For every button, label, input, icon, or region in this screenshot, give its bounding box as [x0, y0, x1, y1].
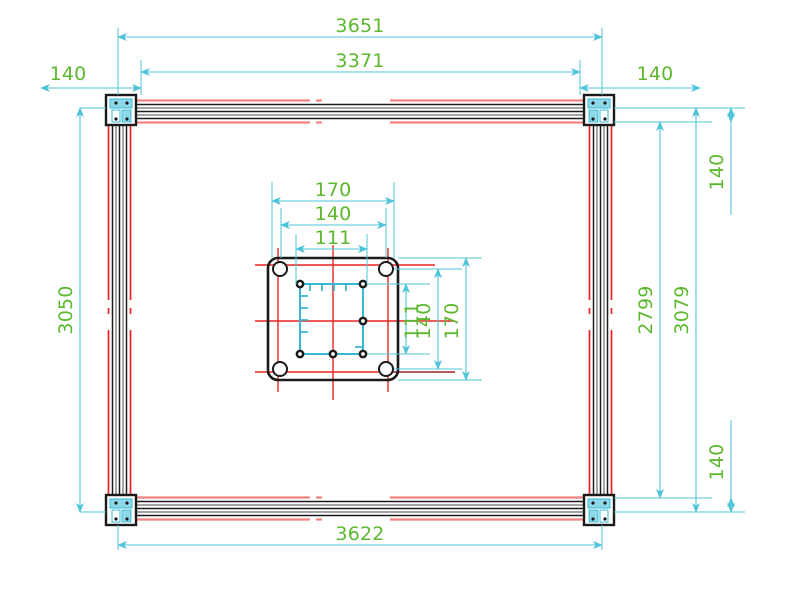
dimension-right-top-offset: 140: [706, 107, 735, 215]
plate-inner-detail: [299, 283, 364, 355]
dimension-plate-horizontal-outer: 170: [271, 179, 395, 258]
plate-outline: [266, 256, 400, 382]
dimension-bottom-outer: 3622: [117, 523, 603, 550]
plate-corner-holes: [272, 261, 394, 377]
bottom-rail: [110, 496, 610, 521]
dimension-label-right-inner-vertical: 2799: [635, 285, 657, 334]
dimension-label-plate-horizontal-outer: 170: [315, 179, 352, 201]
corner-bracket-top-right: [582, 93, 616, 127]
dimension-label-right-outer-vertical: 3079: [671, 285, 693, 334]
corner-bracket-top-left: [104, 93, 138, 127]
dimension-right-outer-vertical: 3079: [614, 107, 745, 513]
dimension-label-bottom-outer: 3622: [335, 523, 384, 545]
dimension-top-left-offset: 140: [40, 63, 142, 92]
dimension-label-top-outer: 3651: [335, 15, 384, 37]
frame-assembly: [104, 93, 616, 527]
dimension-plate-vertical-mid: 140: [394, 268, 462, 370]
dimension-label-right-top-offset: 140: [706, 154, 728, 191]
corner-bracket-bottom-right: [582, 493, 616, 527]
left-rail: [107, 100, 132, 520]
dimension-top-outer: 3651: [117, 15, 603, 95]
dimension-label-plate-vertical-inner: 111: [401, 303, 423, 340]
center-mounting-plate: [255, 245, 455, 400]
dimension-label-top-right-offset: 140: [637, 63, 674, 85]
dimension-right-bottom-offset: 140: [706, 420, 735, 513]
dimension-label-right-bottom-offset: 140: [706, 444, 728, 481]
dimension-left-vertical: 3050: [55, 107, 106, 513]
right-rail: [588, 100, 613, 520]
dimension-label-plate-vertical-mid: 140: [413, 303, 435, 340]
dimension-plate-horizontal-inner: 111: [295, 227, 368, 284]
dimension-plate-vertical-outer: 170: [398, 257, 482, 381]
dimension-label-plate-horizontal-inner: 111: [315, 227, 352, 249]
corner-bracket-bottom-left: [104, 493, 138, 527]
plate-bolt-holes: [295, 279, 368, 359]
dimension-label-plate-horizontal-mid: 140: [315, 203, 352, 225]
dimension-plate-vertical-inner: 111: [367, 283, 430, 355]
dimension-right-inner-vertical: 2799: [614, 121, 712, 499]
dimension-label-left-vertical: 3050: [55, 285, 77, 334]
dimension-label-top-left-offset: 140: [50, 63, 87, 85]
dimension-top-inner: 3371: [140, 50, 581, 95]
dimension-label-plate-vertical-outer: 170: [441, 303, 463, 340]
dimension-label-top-inner: 3371: [335, 50, 384, 72]
dimension-top-right-offset: 140: [579, 63, 701, 92]
top-rail: [110, 99, 610, 124]
dimension-plate-horizontal-mid: 140: [280, 203, 387, 258]
